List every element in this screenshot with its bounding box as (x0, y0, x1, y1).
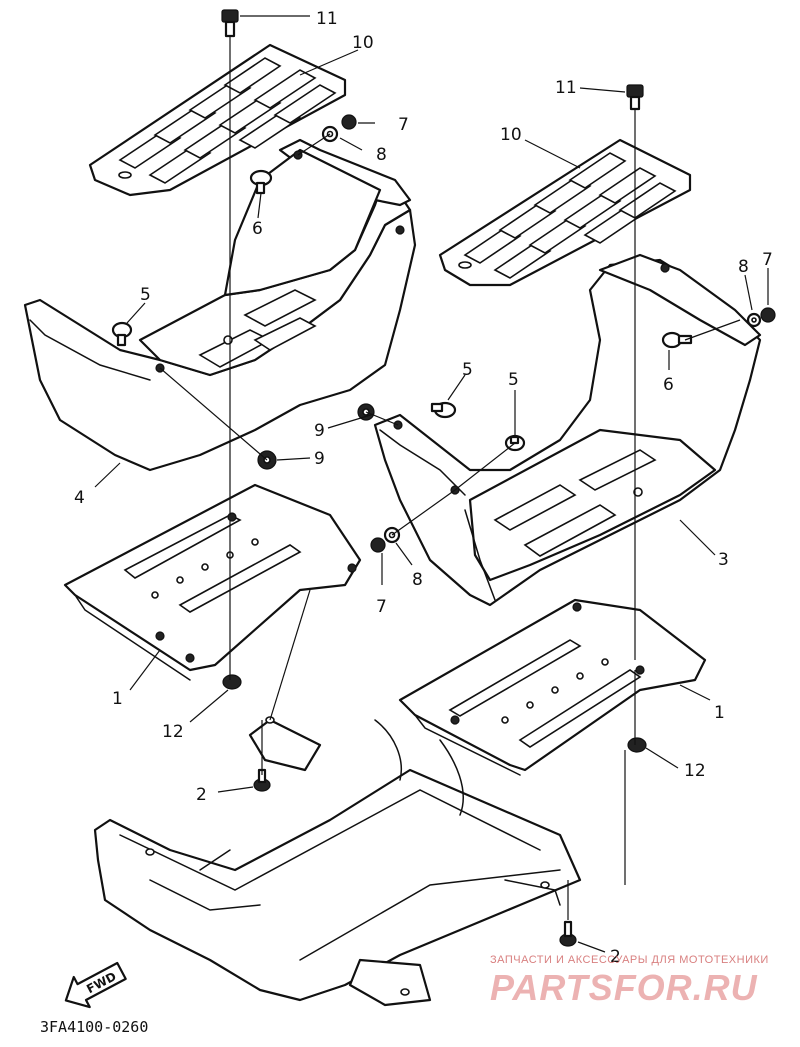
assembly-lines (159, 36, 741, 920)
diagram-code: 3FA4100-0260 (40, 1018, 148, 1036)
nut-7-right (760, 307, 776, 323)
fwd-arrow: FWD (64, 961, 127, 1009)
watermark-brand: PARTSFOR.RU (490, 967, 758, 1008)
callout-12-right: 12 (684, 761, 706, 781)
watermark: ЗАПЧАСТИ И АКСЕССУАРЫ ДЛЯ МОТОТЕХНИКИ PA… (490, 954, 769, 1008)
callout-6-left: 6 (252, 219, 263, 239)
callout-5-left: 5 (140, 285, 151, 305)
callout-4: 4 (74, 488, 85, 508)
right-footrest-board (373, 253, 762, 607)
callout-11-right: 11 (555, 78, 577, 98)
callout-5-mid-b: 5 (508, 370, 519, 390)
callout-7-mid: 7 (376, 597, 387, 617)
callout-11-left: 11 (316, 9, 338, 29)
left-footrest-bracket (63, 483, 362, 681)
callout-leaders (94, 15, 769, 953)
callout-6-right: 6 (663, 375, 674, 395)
right-footrest-bracket (398, 598, 707, 776)
callout-12-left: 12 (162, 722, 184, 742)
bolt-2-bottom (559, 920, 577, 947)
bolt-5-left (111, 321, 133, 347)
right-footrest-mat (438, 138, 692, 287)
callout-3: 3 (718, 550, 729, 570)
callout-10-right: 10 (500, 125, 522, 145)
grommet-12-right (627, 737, 647, 753)
callout-10-left: 10 (352, 33, 374, 53)
bolt-5-mid-a (430, 401, 457, 419)
callout-8-left-top: 8 (376, 145, 387, 165)
callout-2-top: 2 (196, 785, 207, 805)
grommet-12-left (222, 674, 242, 690)
left-footrest-board (23, 138, 417, 472)
frame-section (93, 716, 582, 1007)
bolt-11-left (221, 9, 239, 38)
fwd-arrow-icon (64, 961, 127, 1009)
callout-7-left-top: 7 (398, 115, 409, 135)
callout-9-bottom: 9 (314, 449, 325, 469)
callout-9-top: 9 (314, 421, 325, 441)
bolt-6-left (249, 169, 273, 195)
callout-2-bottom: 2 (610, 947, 621, 967)
bolt-11-right (626, 84, 644, 111)
washer-8-right (746, 312, 762, 328)
callout-5-mid-a: 5 (462, 360, 473, 380)
callout-numbers: 11 10 7 8 6 5 9 9 4 1 12 2 11 10 8 7 6 5… (74, 9, 773, 967)
callout-7-right: 7 (762, 250, 773, 270)
nut-7-mid (370, 537, 386, 553)
callout-8-right: 8 (738, 257, 749, 277)
watermark-tagline: ЗАПЧАСТИ И АКСЕССУАРЫ ДЛЯ МОТОТЕХНИКИ (490, 954, 769, 966)
callout-1-left: 1 (112, 689, 123, 709)
nut-7-left-top (341, 114, 357, 130)
callout-8-mid: 8 (412, 570, 423, 590)
callout-1-right: 1 (714, 703, 725, 723)
